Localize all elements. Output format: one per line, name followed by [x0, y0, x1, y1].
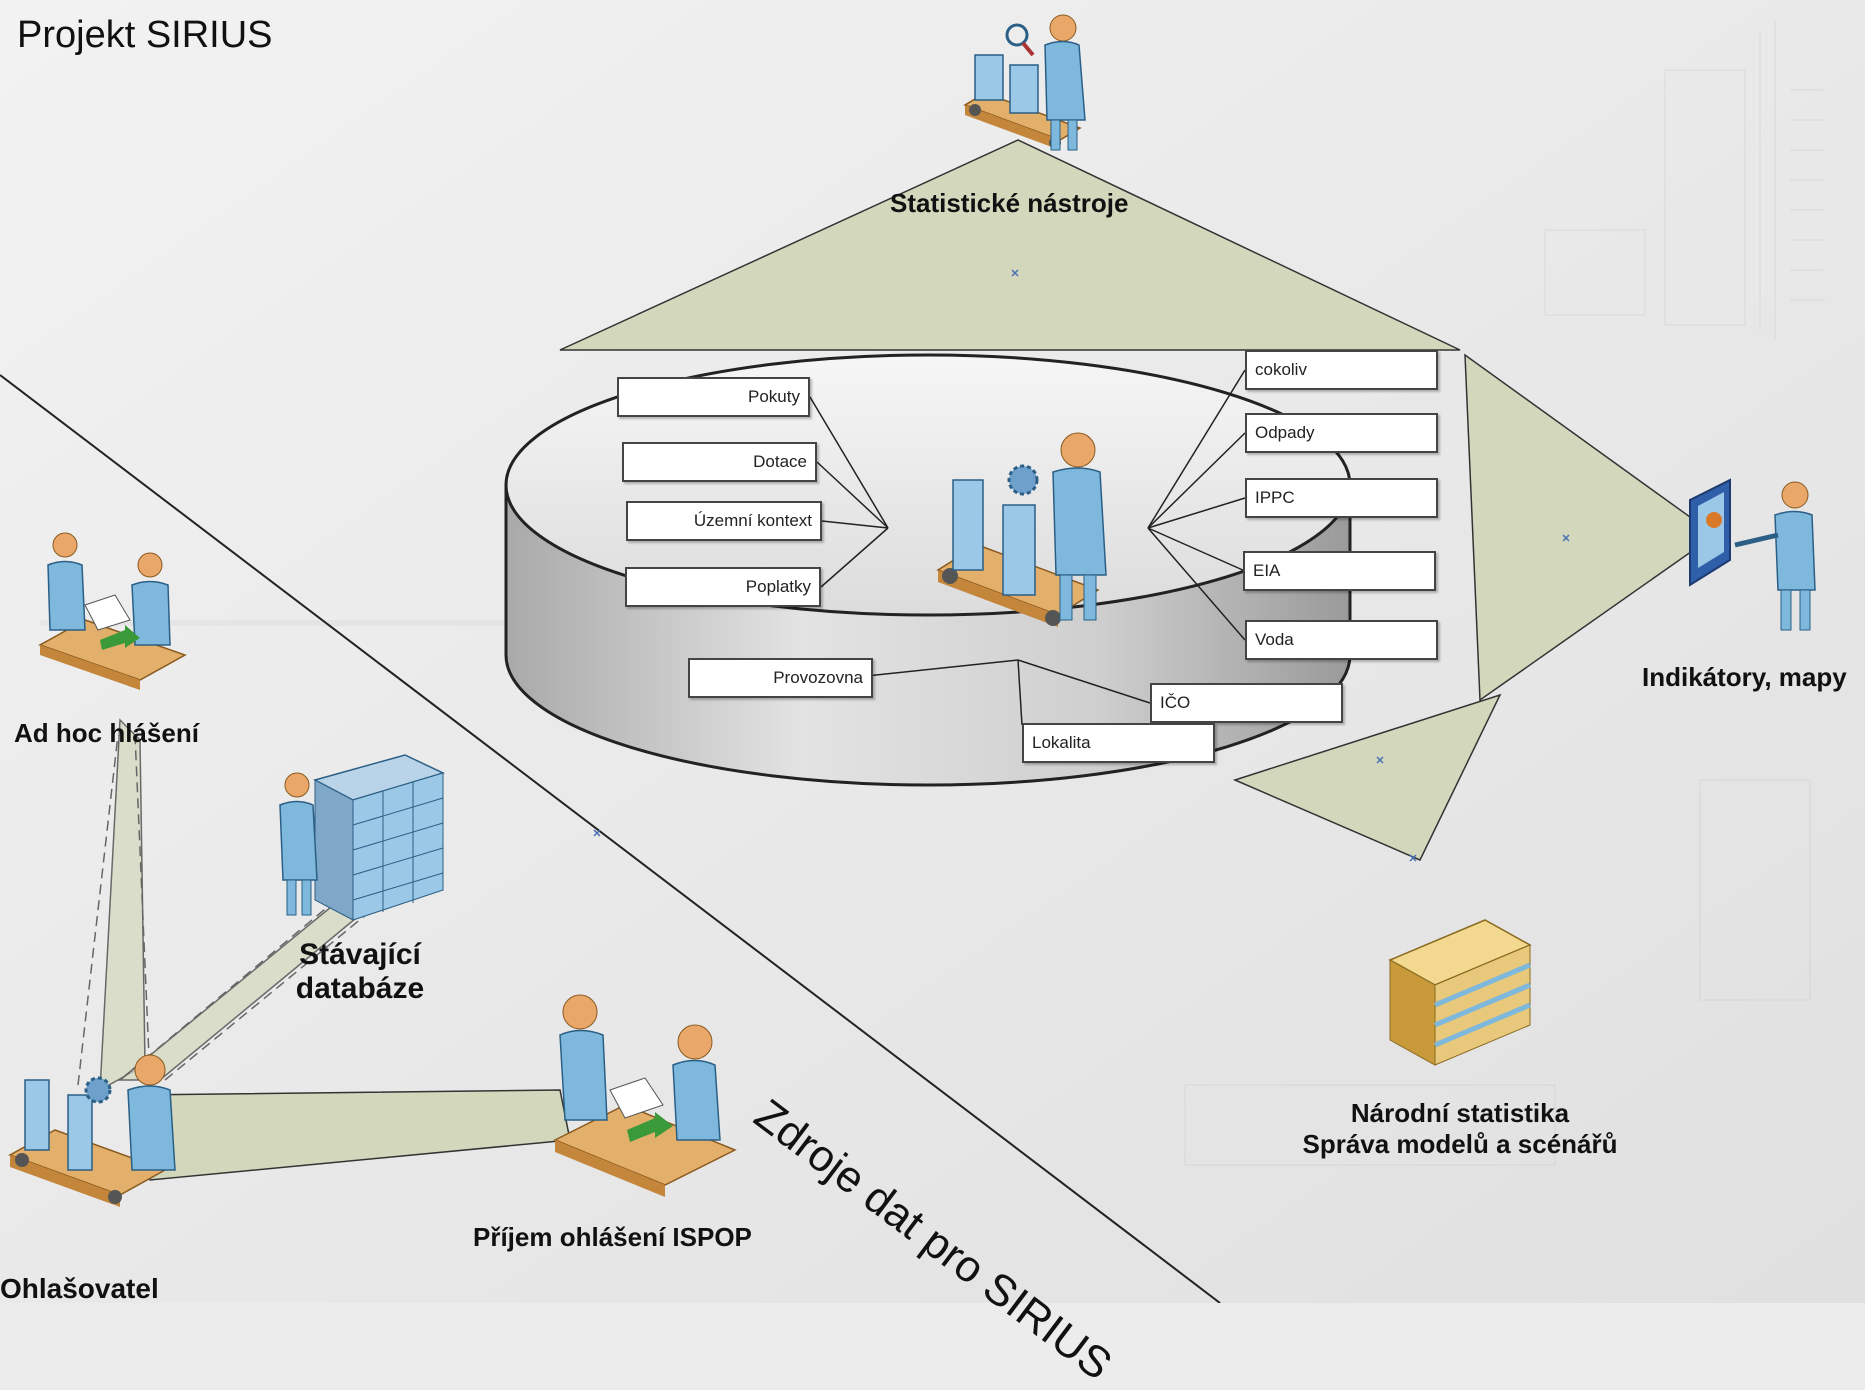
db-item-voda: Voda	[1245, 620, 1438, 660]
anchor-marks	[593, 269, 1570, 862]
statistics-tools-icon	[963, 14, 1086, 151]
indicators-icon	[1689, 478, 1816, 631]
ispop-icon	[553, 994, 737, 1197]
existing-db-line-1: Stávající	[299, 938, 421, 971]
existing-db-label: Stávající databáze	[270, 938, 450, 1006]
db-item-dotace: Dotace	[622, 442, 817, 482]
reporter-icon	[8, 1054, 176, 1207]
divider-line	[0, 374, 1221, 1303]
ispop-label: Příjem ohlášení ISPOP	[473, 1222, 752, 1252]
national-statistics-line-1: Národní statistika	[1350, 1098, 1570, 1128]
books-icon	[1388, 919, 1532, 1066]
page-title: Projekt SIRIUS	[17, 14, 273, 56]
database-cylinder	[504, 353, 1352, 787]
adhoc-label: Ad hoc hlášení	[14, 718, 199, 748]
national-statistics-label: Národní statistika Správa modelů a scéná…	[1285, 1098, 1635, 1160]
db-item-provozovna: Provozovna	[688, 658, 873, 698]
dashed-connectors	[77, 734, 391, 1086]
beams	[99, 139, 1717, 1181]
db-item-cokoliv: cokoliv	[1245, 350, 1438, 390]
db-item-ico: IČO	[1150, 683, 1343, 723]
db-item-poplatky: Poplatky	[625, 567, 821, 607]
db-item-lokalita: Lokalita	[1022, 723, 1215, 763]
background-decoration	[40, 20, 1825, 1166]
reporter-label: Ohlašovatel	[0, 1273, 159, 1304]
database-connectors	[809, 369, 1246, 726]
beam-indicators	[1464, 353, 1717, 702]
existing-db-line-2: databáze	[295, 972, 425, 1005]
adhoc-icon	[38, 532, 187, 690]
indicators-label: Indikátory, mapy	[1642, 662, 1847, 692]
db-item-pokuty: Pokuty	[617, 377, 810, 417]
beam-statistics	[559, 139, 1461, 351]
db-item-eia: EIA	[1243, 551, 1436, 591]
processing-icon	[936, 432, 1107, 627]
national-statistics-line-2: Správa modelů a scénářů	[1302, 1129, 1618, 1159]
db-item-ippc: IPPC	[1245, 478, 1438, 518]
statistics-tools-label: Statistické nástroje	[890, 188, 1129, 218]
beam-bottom	[1232, 693, 1502, 861]
db-item-odpady: Odpady	[1245, 413, 1438, 453]
db-item-uzemni-kontext: Územní kontext	[626, 501, 822, 541]
existing-database-icon	[279, 754, 446, 921]
